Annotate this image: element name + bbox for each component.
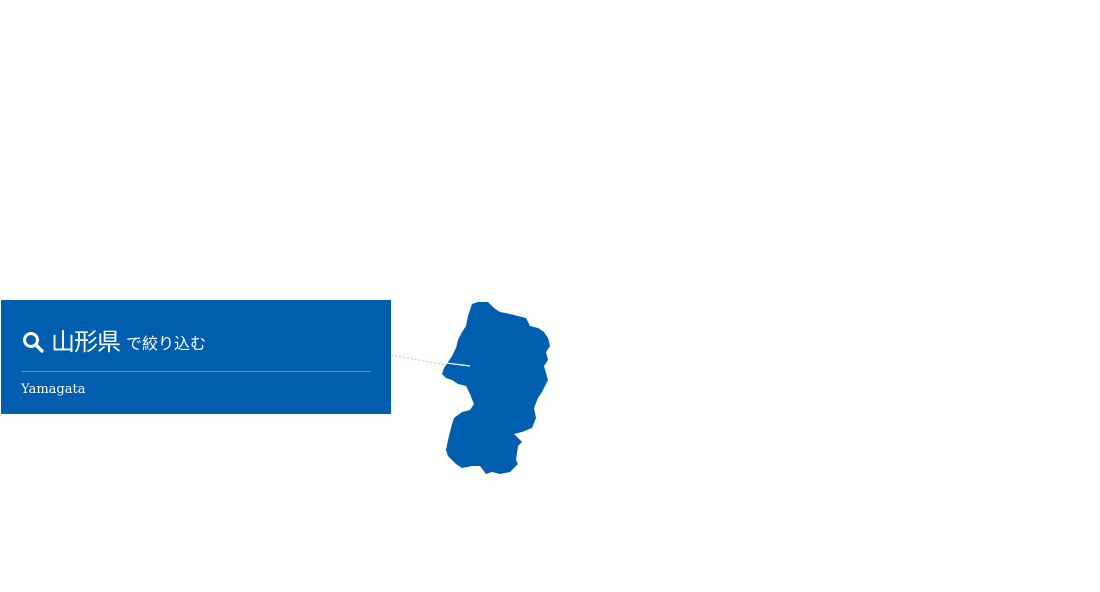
prefecture-name: 山形県: [51, 328, 121, 356]
yamagata-region[interactable]: [442, 302, 550, 474]
leader-line: [390, 354, 453, 367]
panel-title-row: 山形県 で絞り込む: [21, 326, 206, 356]
search-icon: [23, 332, 44, 353]
leader-line-inner: [445, 362, 471, 367]
prefecture-romaji: Yamagata: [21, 382, 86, 397]
prefecture-filter-panel[interactable]: 山形県 で絞り込む Yamagata: [1, 300, 391, 414]
panel-divider: [21, 371, 371, 372]
filter-suffix-label: で絞り込む: [126, 334, 207, 353]
